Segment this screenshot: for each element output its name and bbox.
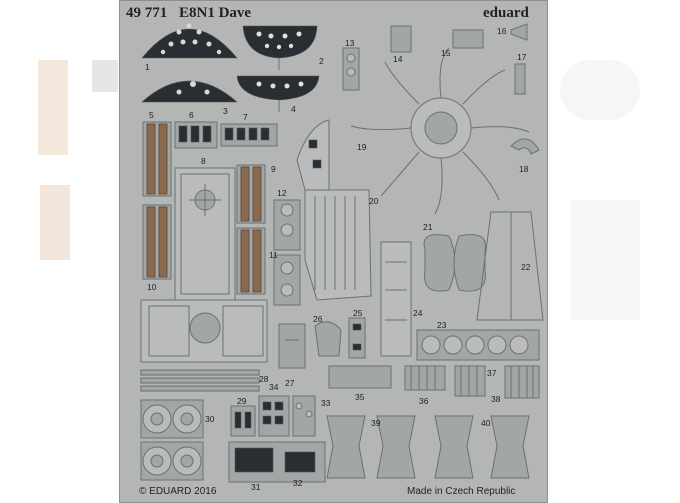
part-2-instrument-panel: [242, 25, 318, 70]
label-33: 33: [321, 398, 331, 408]
origin-text: Made in Czech Republic: [407, 486, 515, 497]
set-code: 49 771: [126, 5, 167, 21]
part-15: [452, 29, 484, 49]
part-30-wheels: [140, 399, 204, 439]
label-35: 35: [355, 392, 365, 402]
label-31: 31: [251, 482, 261, 492]
part-25: [348, 317, 366, 359]
label-37: 37: [487, 368, 497, 378]
part-5-seat-belts: [142, 121, 172, 197]
label-9: 9: [271, 164, 276, 174]
part-23-discs: [416, 329, 540, 361]
part-27: [278, 323, 306, 369]
label-25: 25: [353, 308, 363, 318]
label-28: 28: [259, 374, 269, 384]
label-7: 7: [243, 112, 248, 122]
part-26: [314, 321, 342, 357]
label-17: 17: [517, 52, 527, 62]
label-36: 36: [419, 396, 429, 406]
part-39-brackets: [326, 415, 416, 479]
part-34: [258, 395, 290, 437]
part-30-wheels-lower: [140, 441, 204, 481]
part-33: [292, 395, 316, 437]
copyright-text: © EDUARD 2016: [139, 486, 217, 497]
ghost-background-right: [560, 60, 640, 120]
label-24: 24: [413, 308, 423, 318]
part-20-side-panel: [304, 189, 372, 301]
label-40: 40: [481, 418, 491, 428]
part-6-instrument-plates: [174, 121, 218, 149]
part-7-instrument-plates: [220, 123, 278, 147]
label-13: 13: [345, 38, 355, 48]
label-38: 38: [491, 394, 501, 404]
set-name: E8N1 Dave: [179, 5, 251, 21]
part-seat-back: [140, 299, 268, 363]
part-panel-upper: [296, 119, 330, 191]
ghost-background-left: [38, 60, 68, 155]
label-12: 12: [277, 188, 287, 198]
part-36: [404, 365, 446, 391]
part-10-seat-belts: [142, 204, 172, 280]
label-23: 23: [437, 320, 447, 330]
part-number-labels: 1 2 3 4 5 6 7 8 9 10 11 12 13 14 15 16 1…: [145, 26, 531, 492]
part-9-seat-belts: [236, 164, 266, 224]
part-40-brackets: [434, 415, 530, 479]
label-21: 21: [423, 222, 433, 232]
part-12-buckles: [273, 199, 301, 251]
label-26: 26: [313, 314, 323, 324]
label-29: 29: [237, 396, 247, 406]
part-22-frame: [476, 211, 544, 321]
part-31-console: [228, 441, 326, 483]
label-18: 18: [519, 164, 529, 174]
label-34: 34: [269, 382, 279, 392]
part-29: [230, 405, 256, 437]
part-13: [342, 47, 360, 91]
label-3: 3: [223, 106, 228, 116]
photo-etch-fret: 49 771 E8N1 Dave eduard: [119, 0, 548, 503]
part-16: [510, 23, 528, 41]
part-38: [504, 365, 540, 399]
part-17: [514, 63, 526, 95]
part-14: [390, 25, 412, 53]
label-14: 14: [393, 54, 403, 64]
ghost-background-left-lower: [40, 185, 70, 260]
part-8-floor-panel: [174, 167, 236, 301]
part-18: [510, 138, 540, 155]
part-19-engine-cylinders: [350, 47, 530, 215]
label-19: 19: [357, 142, 367, 152]
label-30: 30: [205, 414, 215, 424]
part-4-instrument-panel: [236, 75, 320, 112]
label-32: 32: [293, 478, 303, 488]
part-37: [454, 365, 486, 397]
part-35: [328, 365, 392, 389]
label-2: 2: [319, 56, 324, 66]
label-39: 39: [371, 418, 381, 428]
label-5: 5: [149, 110, 154, 120]
label-1: 1: [145, 62, 150, 72]
part-21-ring: [423, 234, 486, 292]
part-11-seat-belts: [236, 227, 266, 295]
part-3-instrument-panel: [141, 80, 238, 103]
part-28-rails: [140, 369, 260, 392]
label-22: 22: [521, 262, 531, 272]
label-6: 6: [189, 110, 194, 120]
label-11: 11: [269, 250, 278, 260]
label-27: 27: [285, 378, 295, 388]
part-1-instrument-panel: [141, 23, 238, 59]
brand-logo: eduard: [483, 5, 530, 21]
label-20: 20: [369, 196, 379, 206]
part-24-ladder: [380, 241, 412, 357]
ghost-background-left-dark: [92, 60, 118, 92]
ghost-background-right-lower: [570, 200, 640, 320]
label-10: 10: [147, 282, 157, 292]
label-4: 4: [291, 104, 296, 114]
part-12-buckles-lower: [273, 254, 301, 306]
label-16: 16: [497, 26, 507, 36]
label-15: 15: [441, 48, 451, 58]
label-8: 8: [201, 156, 206, 166]
